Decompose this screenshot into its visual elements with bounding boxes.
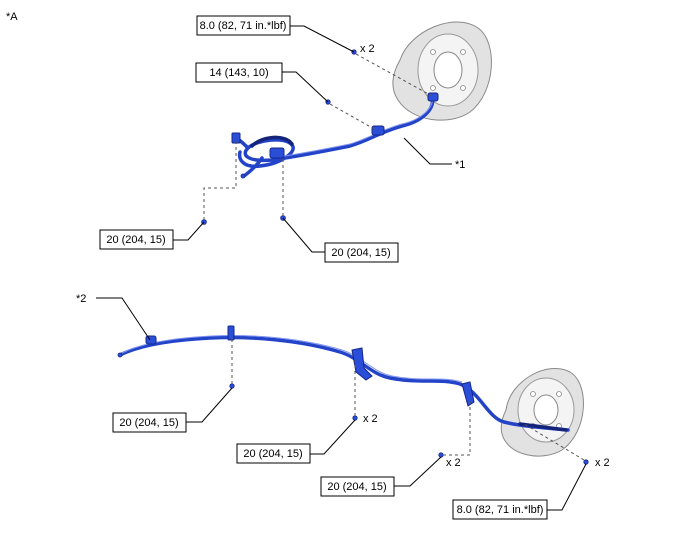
parking-brake-cable-1 bbox=[231, 92, 439, 179]
torque-callout-5: 20 (204, 15) bbox=[112, 387, 233, 433]
torque-callout-3: 20 (204, 15) bbox=[99, 221, 205, 250]
svg-text:8.0 (82, 71 in.*lbf): 8.0 (82, 71 in.*lbf) bbox=[457, 504, 544, 516]
svg-text:14 (143, 10): 14 (143, 10) bbox=[209, 67, 268, 79]
svg-text:20 (204, 15): 20 (204, 15) bbox=[119, 417, 178, 429]
svg-text:20 (204, 15): 20 (204, 15) bbox=[106, 234, 165, 246]
torque-callout-4: 20 (204, 15) bbox=[282, 217, 399, 263]
parking-brake-cable-2 bbox=[117, 325, 570, 432]
dash-upper-14 bbox=[329, 103, 377, 131]
bolt-lower-2 bbox=[352, 415, 358, 421]
svg-text:20 (204, 15): 20 (204, 15) bbox=[331, 247, 390, 259]
torque-callout-2: 14 (143, 10) bbox=[195, 62, 329, 103]
svg-text:20 (204, 15): 20 (204, 15) bbox=[327, 481, 386, 493]
item-1-label: *1 bbox=[403, 137, 465, 171]
torque-callout-6: 20 (204, 15) bbox=[236, 419, 356, 464]
torque-callout-1: 8.0 (82, 71 in.*lbf) bbox=[196, 15, 355, 53]
quantity-1: x 2 bbox=[360, 43, 375, 55]
torque-callout-7: 20 (204, 15) bbox=[320, 456, 442, 497]
quantity-4: x 2 bbox=[595, 457, 610, 469]
quantity-2: x 2 bbox=[363, 413, 378, 425]
svg-text:*1: *1 bbox=[455, 159, 465, 171]
bolt-lower-4 bbox=[583, 459, 589, 465]
svg-text:*2: *2 bbox=[76, 293, 86, 305]
dash-upper-left bbox=[203, 140, 237, 220]
dash-lower-3 bbox=[443, 400, 471, 456]
item-2-label: *2 bbox=[76, 293, 151, 341]
svg-text:8.0 (82, 71 in.*lbf): 8.0 (82, 71 in.*lbf) bbox=[200, 20, 287, 32]
bolt-lower-1 bbox=[229, 383, 235, 389]
torque-callout-8: 8.0 (82, 71 in.*lbf) bbox=[452, 463, 587, 520]
dash-upper-plate bbox=[355, 53, 433, 97]
bolt-lower-3 bbox=[438, 452, 444, 458]
backing-plate-lower bbox=[500, 367, 584, 457]
quantity-3: x 2 bbox=[446, 457, 461, 469]
svg-text:20 (204, 15): 20 (204, 15) bbox=[243, 448, 302, 460]
view-label: *A bbox=[6, 11, 18, 23]
backing-plate-upper bbox=[392, 21, 492, 121]
